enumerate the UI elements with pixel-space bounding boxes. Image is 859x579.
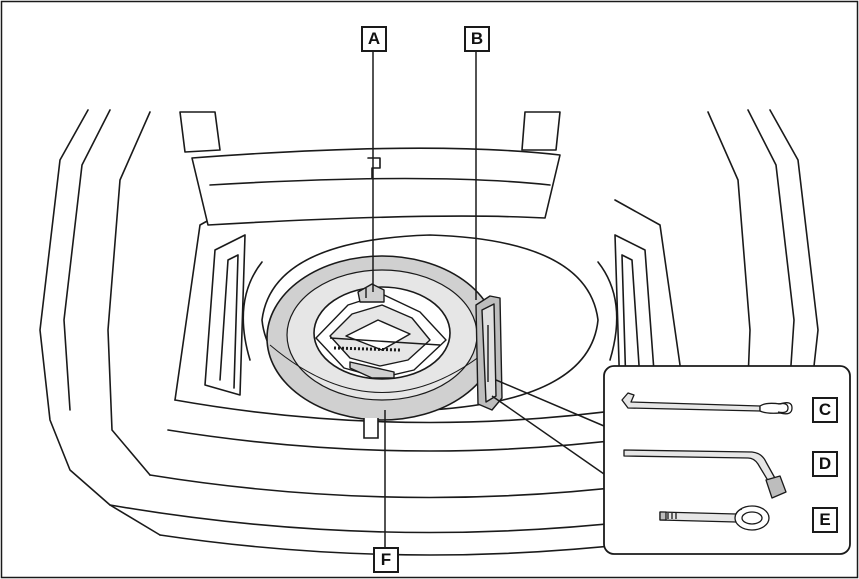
wheel-nut-wrench <box>623 449 787 499</box>
callout-f: F <box>373 547 399 573</box>
towing-eyelet <box>659 505 770 531</box>
callout-e: E <box>812 507 838 533</box>
jack <box>315 283 447 379</box>
callout-b: B <box>464 26 490 52</box>
tool-bag <box>475 295 503 411</box>
zoom-line-lower <box>491 395 605 475</box>
callout-a: A <box>361 26 387 52</box>
callout-d: D <box>812 451 838 477</box>
jack-handle <box>621 392 793 415</box>
zoom-line-upper <box>495 379 605 427</box>
callout-c: C <box>812 397 838 423</box>
leader-lines <box>372 49 812 547</box>
